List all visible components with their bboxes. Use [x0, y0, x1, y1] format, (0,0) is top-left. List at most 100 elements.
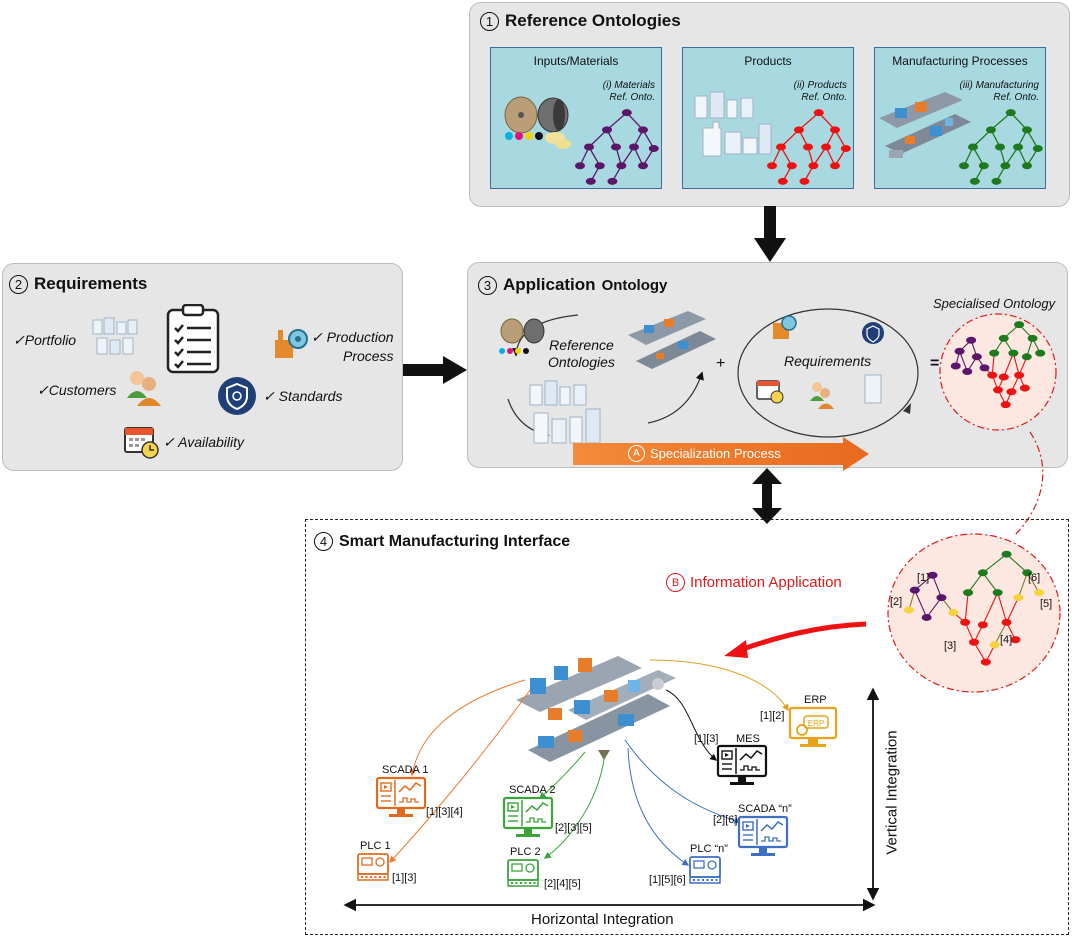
- production-factory-gear-icon: [275, 329, 308, 358]
- ontology-node: [602, 126, 612, 134]
- standards-shield-icon: [218, 377, 256, 415]
- ontology-node: [921, 613, 932, 621]
- erp-badge: ERP: [808, 719, 824, 728]
- plc2-refs: [2][4][5]: [544, 878, 581, 890]
- ontology-node: [1034, 589, 1045, 597]
- ontology-node: [1021, 353, 1032, 361]
- section-title: Requirements: [34, 274, 148, 293]
- erp-monitor-icon: ERP: [788, 706, 838, 747]
- processes-tag: (iii) Manufacturing Ref. Onto.: [960, 80, 1039, 104]
- ontology-node: [840, 145, 851, 153]
- plcn-name: PLC “n”: [690, 843, 728, 855]
- plus-sign: +: [716, 355, 726, 372]
- ontology-node: [584, 143, 594, 151]
- scada1-monitor-icon: [375, 776, 427, 817]
- scadan-refs: [2][6]: [713, 814, 738, 826]
- section-title-bold: Application: [503, 275, 596, 294]
- processes-tag-line1: (iii) Manufacturing: [959, 80, 1039, 91]
- ontology-node: [777, 177, 788, 185]
- plc1-name: PLC 1: [360, 840, 391, 852]
- ontology-node: [830, 162, 840, 170]
- scada1-refs: [1][3][4]: [426, 806, 463, 818]
- portfolio-label: Portfolio: [24, 332, 77, 348]
- ontology-node: [1001, 550, 1012, 558]
- requirements-panel: 2 Requirements ✓Portfolio ✓ Production P…: [2, 263, 403, 471]
- customers-label: Customers: [48, 382, 117, 398]
- ontology-node: [638, 126, 648, 134]
- ontology-node: [959, 162, 969, 170]
- ref-5: [5]: [1040, 598, 1053, 610]
- ontology-node: [969, 638, 979, 646]
- materials-title: Inputs/Materials: [533, 54, 619, 68]
- production-process-requirement: ✓ Production Process: [311, 328, 394, 366]
- reference-ontologies-panel: 1 Reference Ontologies Inputs/Materials …: [469, 2, 1070, 207]
- materials-box: Inputs/Materials (i) Materials Ref. Onto…: [490, 47, 662, 189]
- products-tag-line1: (ii) Products: [793, 80, 847, 91]
- calendar-clock-icon: [124, 427, 159, 459]
- check-icon: ✓: [311, 329, 323, 345]
- info-letter-icon: B: [666, 573, 685, 592]
- section-4-header: 4 Smart Manufacturing Interface: [314, 532, 570, 551]
- checklist-clipboard-icon: [166, 304, 220, 374]
- processes-ontology-tree-icon: [959, 109, 1043, 185]
- specialization-process-label: A Specialization Process: [628, 445, 781, 462]
- production-line2: Process: [342, 348, 394, 364]
- ontology-node: [813, 109, 824, 117]
- ontology-node: [808, 162, 819, 170]
- products-title: Products: [744, 54, 792, 68]
- ontology-node: [1032, 145, 1043, 153]
- ontology-node: [998, 334, 1009, 342]
- ontology-node: [989, 349, 1000, 357]
- scada2-name: SCADA 2: [509, 784, 556, 796]
- ontology-node: [909, 586, 920, 594]
- ontology-node: [1035, 349, 1046, 357]
- ontology-node: [963, 589, 974, 597]
- erp-name: ERP: [804, 694, 827, 706]
- plc2-name: PLC 2: [510, 846, 541, 858]
- ontology-node: [1022, 162, 1032, 170]
- right-arrow: [403, 356, 467, 384]
- ontology-node: [1006, 388, 1017, 396]
- materials-tag-line1: (i) Materials: [602, 80, 655, 91]
- ontology-node: [1014, 321, 1025, 329]
- ontology-node: [799, 177, 810, 185]
- info-label: Information Application: [690, 574, 842, 591]
- portfolio-products-icon: [92, 317, 138, 355]
- materials-illustration: [504, 96, 571, 149]
- ontology-node: [936, 594, 947, 602]
- down-arrow: [754, 206, 786, 262]
- erp-refs: [1][2]: [760, 710, 785, 722]
- ref-line1: Reference: [549, 337, 614, 353]
- ontology-node: [776, 143, 786, 151]
- ontology-node: [1013, 594, 1024, 602]
- ontology-node: [1010, 636, 1021, 644]
- availability-label: Availability: [178, 434, 244, 450]
- reference-cycle-diagram: [499, 311, 716, 444]
- ontology-node: [966, 336, 977, 344]
- mes-monitor-icon: [716, 744, 768, 785]
- annotated-ontology-tree-icon: [903, 550, 1045, 666]
- section-number: 4: [314, 532, 333, 551]
- ontology-node: [1000, 162, 1011, 170]
- ontology-node: [991, 177, 1002, 185]
- products-tag-line2: Ref. Onto.: [801, 92, 847, 103]
- section-1-header: 1 Reference Ontologies: [480, 11, 681, 31]
- check-icon: ✓: [13, 332, 25, 348]
- ontology-node: [969, 177, 980, 185]
- vertical-integration-label: Vertical Integration: [883, 730, 901, 855]
- ontology-node: [616, 162, 627, 170]
- central-factory-illustration: [516, 656, 676, 762]
- products-box: Products (ii) Products Ref. Onto.: [682, 47, 854, 189]
- materials-tag: (i) Materials Ref. Onto.: [603, 80, 655, 104]
- information-application-label: B Information Application: [666, 573, 842, 592]
- ontology-node: [575, 162, 585, 170]
- reference-ontologies-label: Reference Ontologies: [548, 337, 615, 371]
- ontology-node: [989, 641, 1000, 649]
- ontology-node: [977, 621, 988, 629]
- horizontal-integration-label: Horizontal Integration: [531, 911, 674, 928]
- ontology-node: [980, 658, 991, 666]
- ontology-node: [979, 364, 990, 372]
- ontology-node: [821, 143, 831, 151]
- section-number: 1: [480, 11, 499, 31]
- scada2-refs: [2][3][5]: [555, 822, 592, 834]
